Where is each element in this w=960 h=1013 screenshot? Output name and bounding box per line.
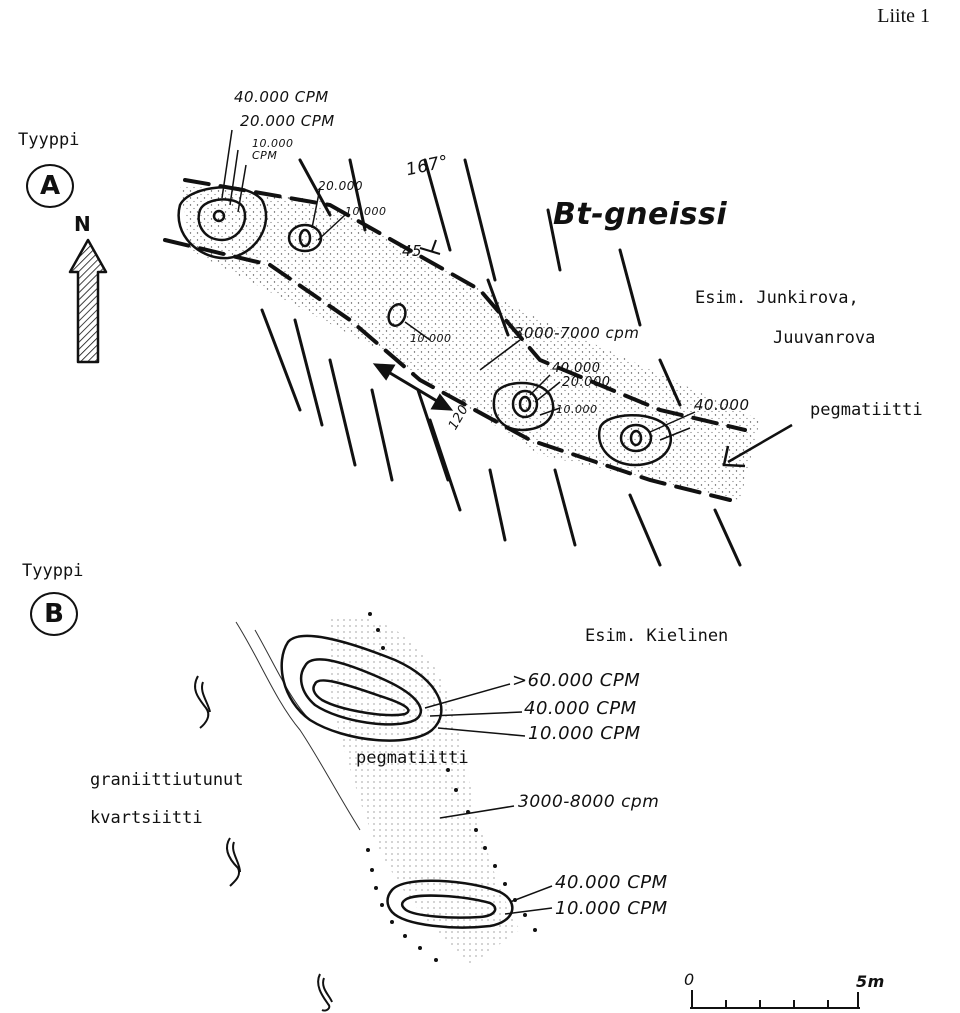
leader-lines-a <box>221 129 696 441</box>
scale-bar <box>690 990 860 1009</box>
anomaly-3 <box>387 303 407 327</box>
contour-label-a-5: 10.000 <box>345 205 387 218</box>
pegmatite-label-b: pegmatiitti <box>356 748 469 768</box>
contour-label-b-1: >60.000 CPM <box>512 670 641 691</box>
contour-label-a-9: 10.000 <box>556 403 598 416</box>
contour-label-a-4: 20.000 <box>318 179 363 193</box>
pegmatite-zone-b <box>327 614 520 965</box>
contour-label-a-10: 40.000 <box>694 396 750 414</box>
type-a-label: Tyyppi <box>18 130 80 150</box>
dip-symbol <box>419 239 441 255</box>
contour-label-b-3: 10.000 CPM <box>528 723 641 744</box>
page-label: Liite 1 <box>877 5 930 27</box>
dotted-boundary-b <box>366 612 537 962</box>
host-rock-line2: kvartsiitti <box>90 808 203 828</box>
contour-label-a-3: 10.000 CPM <box>252 137 294 162</box>
zone-boundary-a <box>163 178 747 502</box>
contour-label-a-6: 10.000 <box>410 332 452 345</box>
type-b-label: Tyyppi <box>22 561 84 581</box>
contour-label-a-1: 40.000 CPM <box>234 88 329 106</box>
contour-label-b-4: 40.000 CPM <box>555 872 668 893</box>
zone-label-a: 3000-7000 cpm <box>514 324 640 342</box>
anomaly-4 <box>492 381 555 432</box>
host-rock-line1: graniittiutunut <box>90 770 244 790</box>
example-b: Esim. Kielinen <box>585 626 729 646</box>
anomaly-5 <box>597 414 672 467</box>
contour-label-b-2: 40.000 CPM <box>524 698 637 719</box>
direction-arrow <box>372 363 454 411</box>
pegmatite-zone-a <box>180 185 760 500</box>
type-a-letter: A <box>26 164 74 208</box>
quartzite-marks <box>194 675 333 1012</box>
type-b-letter: B <box>30 592 78 636</box>
pegmatite-pointer-a <box>722 423 793 468</box>
anomaly-1 <box>177 186 268 260</box>
north-arrow <box>68 238 108 364</box>
contour-label-a-7: 40.000 <box>552 361 601 376</box>
pegmatite-label-a: pegmatiitti <box>810 400 923 420</box>
gneiss-foliation <box>260 158 742 567</box>
leader-lines-b <box>424 683 553 915</box>
contour-label-a-8: 20.000 <box>562 375 611 390</box>
contour-label-a-2: 20.000 CPM <box>240 112 335 130</box>
type-a-map <box>163 129 793 567</box>
dip-label: 45 <box>402 242 423 260</box>
north-label: N <box>74 212 91 236</box>
rock-label: Bt-gneissi <box>553 197 728 232</box>
example-a-line1: Esim. Junkirova, <box>695 288 859 308</box>
anomaly-b-upper <box>280 634 443 742</box>
zone-label-b: 3000-8000 cpm <box>518 792 660 812</box>
contour-label-b-5: 10.000 CPM <box>555 898 668 919</box>
scale-start-label: 0 <box>684 970 695 989</box>
anomaly-b-lower <box>386 879 514 929</box>
example-a-line2: Juuvanrova <box>773 328 876 348</box>
scale-end-label: 5m <box>856 972 885 991</box>
